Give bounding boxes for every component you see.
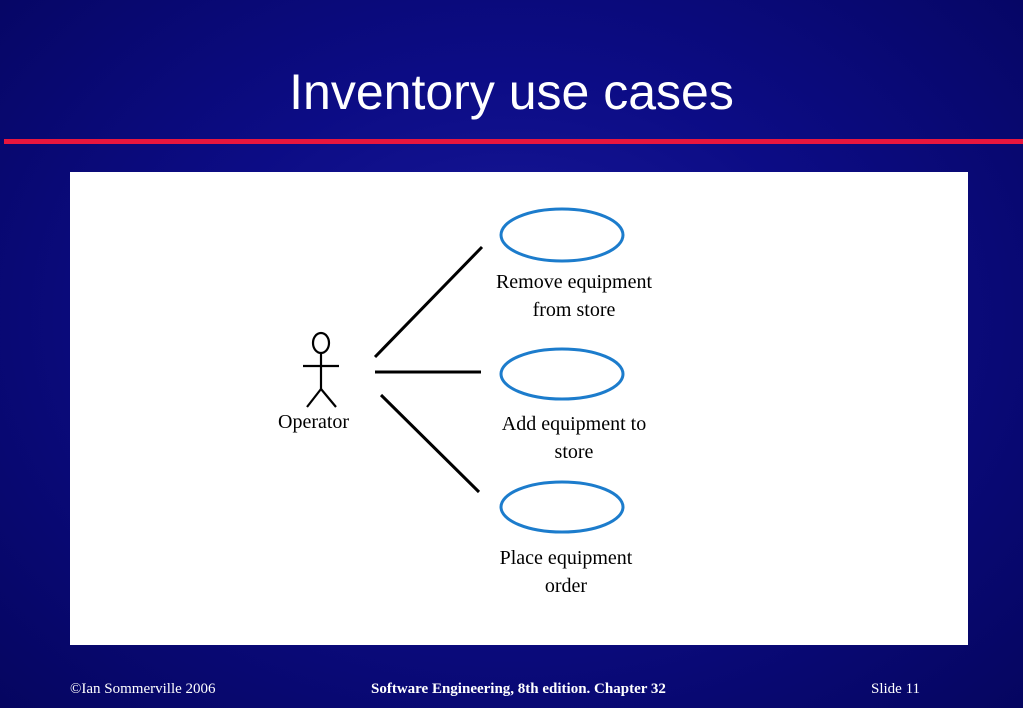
footer-slide-number: Slide 11	[871, 681, 921, 697]
footer-copyright: ©Ian Sommerville 2006	[70, 681, 216, 697]
stick-figure-icon	[303, 331, 339, 408]
use-case-ellipses	[499, 207, 625, 534]
footer-book-title: Software Engineering, 8th edition. Chapt…	[371, 681, 666, 697]
actor-label: Operator	[278, 411, 350, 433]
use-case-label-remove: Remove equipment from store	[456, 268, 692, 324]
use-case-ellipse-place	[499, 480, 625, 534]
use-case-label-line: store	[554, 441, 594, 463]
association-lines	[373, 245, 484, 494]
actor-left-leg	[306, 388, 322, 408]
use-case-diagram: Operator Remove equipment from store Add…	[70, 172, 968, 645]
slide-title: Inventory use cases	[289, 64, 734, 120]
use-case-label-add: Add equipment to store	[456, 410, 692, 466]
use-case-label-line: Add equipment to	[501, 413, 647, 435]
use-case-ellipse-add	[499, 347, 625, 401]
use-case-label-place: Place equipment order	[448, 544, 684, 600]
association-line-place	[379, 393, 481, 494]
use-case-label-line: order	[544, 575, 588, 597]
diagram-canvas	[303, 207, 625, 534]
use-case-label-line: Remove equipment	[495, 271, 653, 293]
association-line-remove	[373, 245, 484, 359]
actor-right-leg	[320, 388, 337, 408]
actor-head	[311, 331, 331, 355]
use-case-ellipse-remove	[499, 207, 625, 263]
use-case-label-line: from store	[532, 299, 616, 321]
use-case-label-line: Place equipment	[499, 547, 633, 569]
title-divider	[4, 139, 1023, 144]
